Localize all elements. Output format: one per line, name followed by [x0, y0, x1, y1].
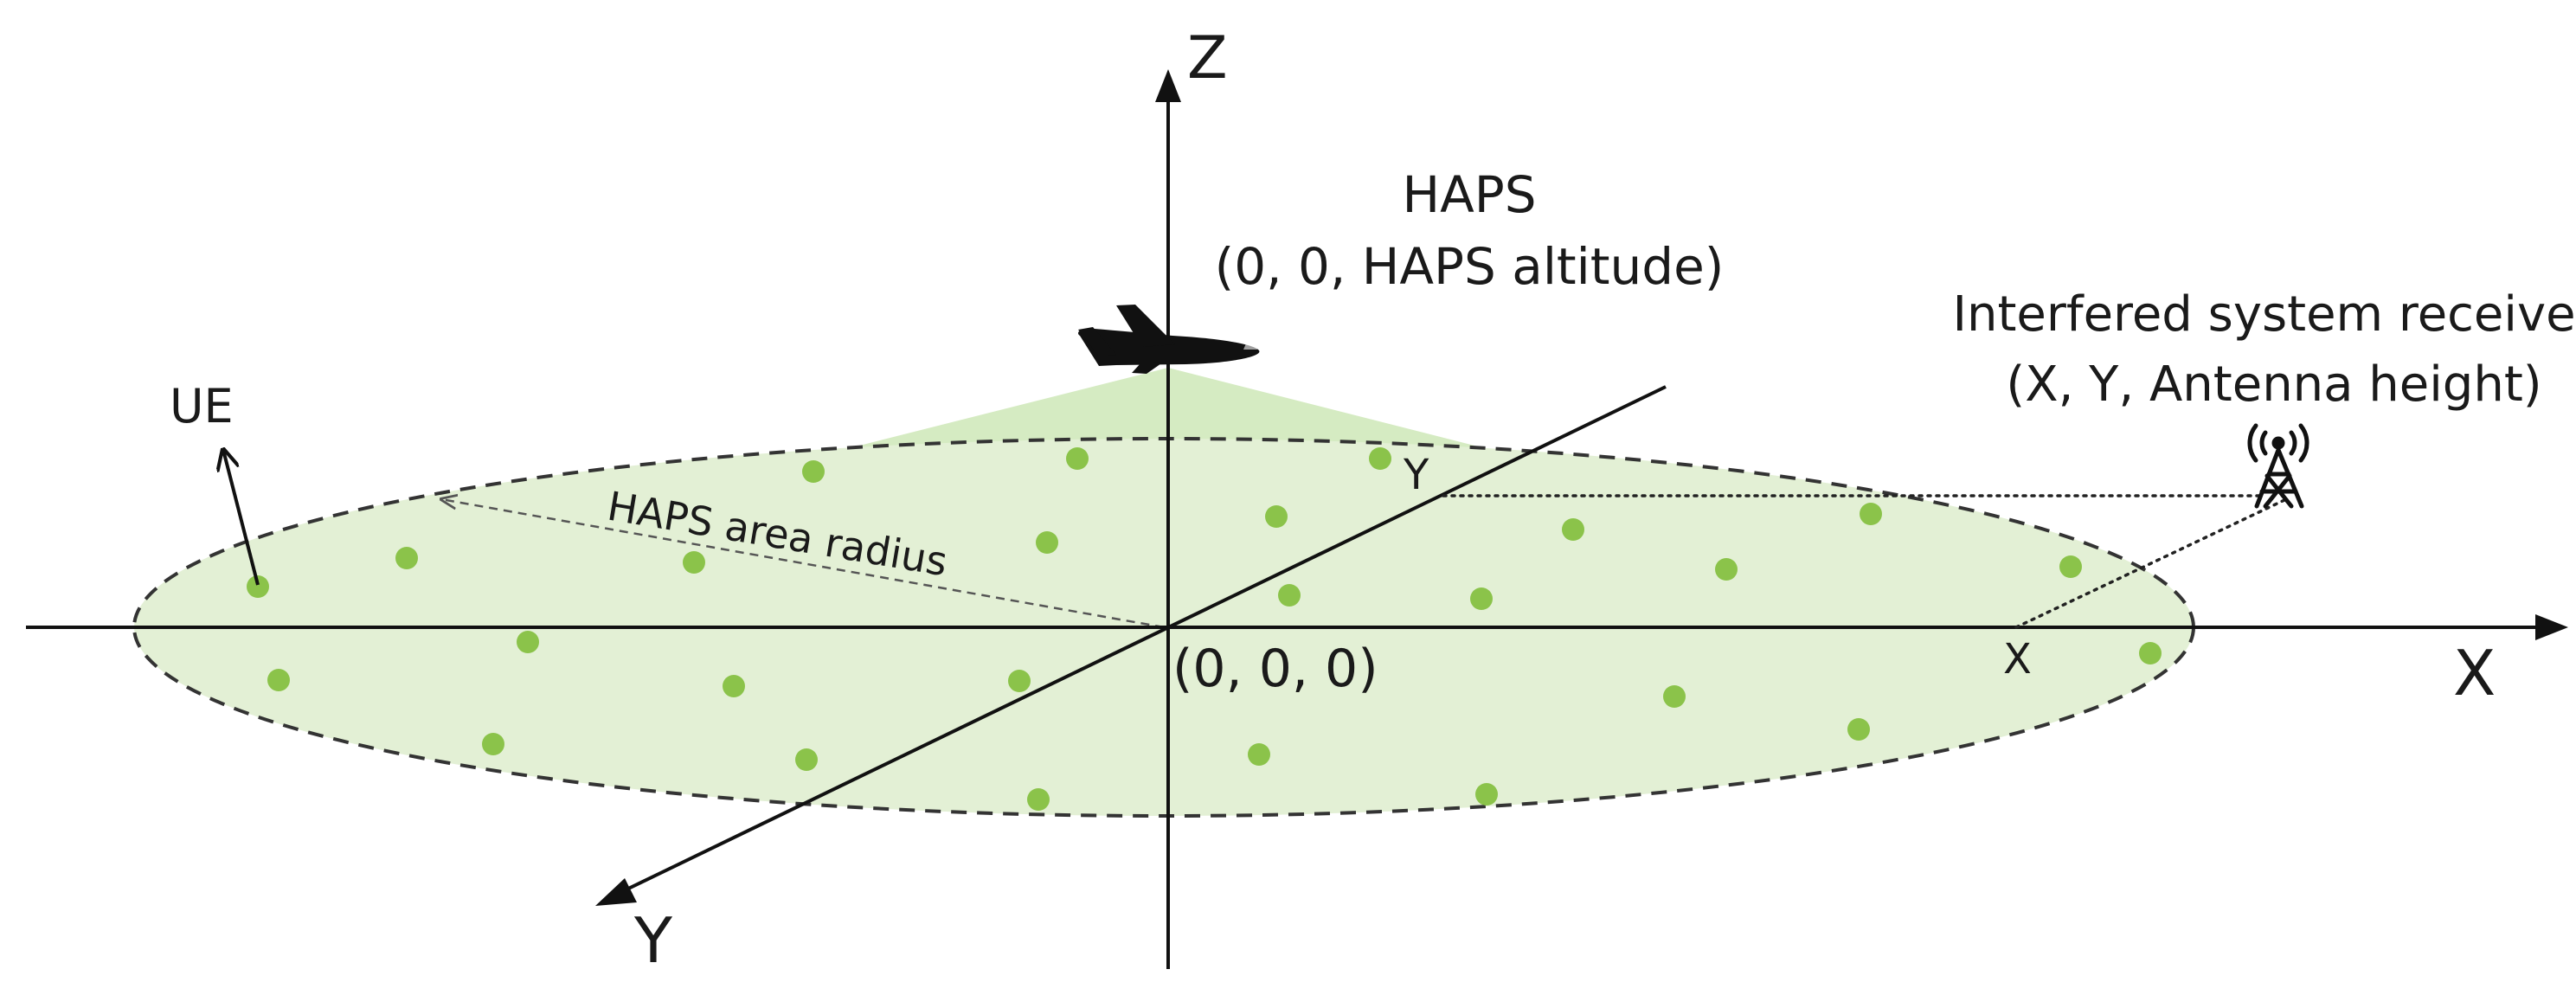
ue-dot: [2139, 642, 2162, 664]
ue-dot: [1027, 788, 1050, 811]
y-axis: [622, 385, 1667, 893]
ue-dot: [1265, 505, 1288, 528]
radius-arrow: [441, 499, 1165, 629]
ue-dot: [1369, 447, 1391, 470]
receiver-name-label: Interfered system receiver: [1952, 286, 2576, 343]
ue-dot: [795, 748, 818, 771]
ue-dot: [1248, 743, 1270, 766]
z-axis-label: Z: [1187, 24, 1228, 93]
ue-dot: [482, 733, 504, 755]
ue-dot: [1847, 718, 1870, 741]
y-marker-label: Y: [1403, 451, 1429, 499]
ue-dot: [723, 675, 745, 697]
origin-label: (0, 0, 0): [1172, 639, 1378, 699]
ue-dot: [1562, 518, 1584, 541]
x-marker-label: X: [2003, 635, 2032, 684]
ue-dot: [1715, 558, 1738, 581]
ue-dot: [247, 575, 269, 598]
ue-dot: [683, 551, 705, 574]
ue-dot: [1066, 447, 1089, 470]
ue-dot: [1663, 685, 1686, 708]
ue-dot: [1278, 584, 1301, 607]
antenna-tower-icon: [2247, 423, 2309, 509]
ue-dot: [267, 669, 290, 691]
ue-dot: [1008, 670, 1031, 692]
ue-dot: [1475, 783, 1498, 806]
ue-dots: [247, 447, 2162, 811]
x-axis-arrowhead: [2535, 614, 2568, 640]
ue-dot: [1860, 503, 1882, 525]
x-projection-line: [2014, 498, 2286, 629]
ue-dot: [2059, 555, 2082, 578]
haps-coords-label: (0, 0, HAPS altitude): [1215, 237, 1725, 296]
ue-dot: [517, 631, 539, 653]
ue-label: UE: [170, 379, 234, 433]
y-axis-arrowhead: [595, 878, 637, 906]
airplane-icon: [1077, 305, 1260, 374]
ue-arrow: [223, 450, 260, 586]
z-axis-arrowhead: [1155, 69, 1181, 102]
y-axis-label: Y: [633, 904, 673, 977]
ue-dot: [1470, 587, 1493, 610]
haps-name-label: HAPS: [1402, 165, 1536, 224]
ue-dot: [1036, 531, 1058, 554]
x-axis-label: X: [2453, 637, 2496, 709]
ue-dot: [395, 547, 418, 569]
ue-dot: [802, 460, 825, 483]
receiver-coords-label: (X, Y, Antenna height): [2006, 356, 2541, 413]
